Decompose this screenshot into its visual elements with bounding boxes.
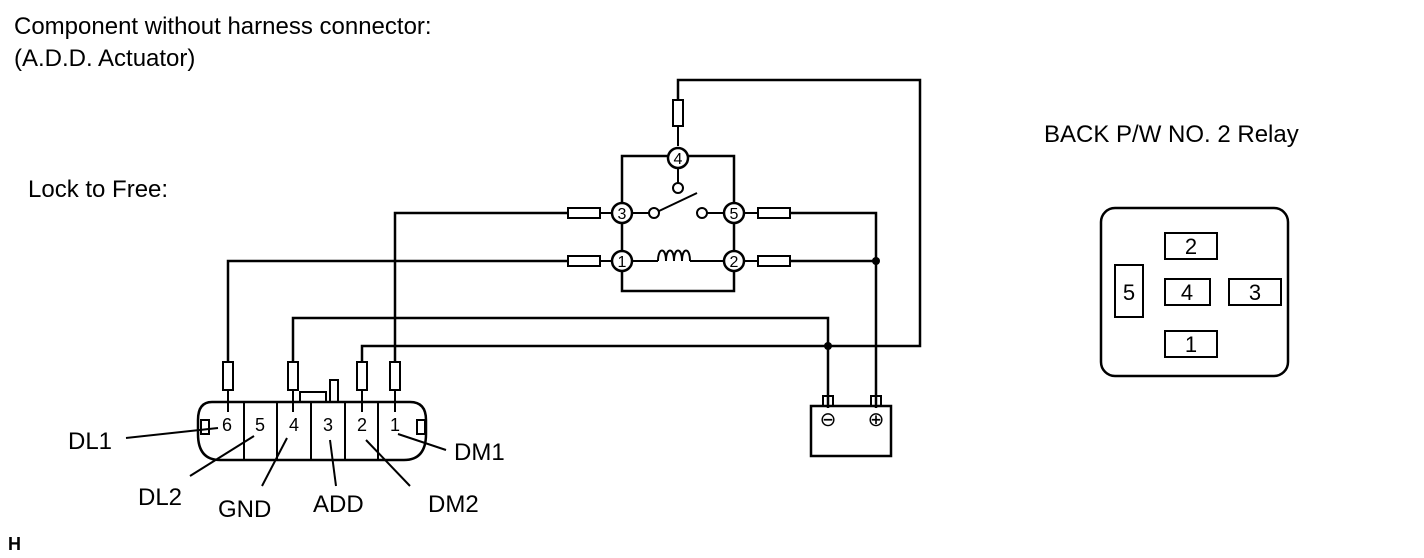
pin-leaders	[125, 427, 447, 487]
connector-pin-3: 3	[323, 415, 333, 435]
connector-pin-4: 4	[289, 415, 299, 435]
footer-mark: H	[8, 534, 21, 554]
relay-pin-2: 2	[1185, 234, 1197, 259]
relay-pin-5: 5	[1123, 280, 1135, 305]
label-dl1: DL1	[68, 428, 112, 455]
relay-symbol	[620, 154, 736, 293]
connector-pin-2: 2	[357, 415, 367, 435]
junction-dot	[824, 342, 832, 350]
relay-terminal-2: 2	[730, 254, 739, 271]
connector-pin-1: 1	[390, 415, 400, 435]
header-line-1: Component without harness connector:	[14, 13, 432, 40]
relay-pin-1: 1	[1185, 332, 1197, 357]
relay-pin-3: 3	[1249, 280, 1261, 305]
label-dl2: DL2	[138, 484, 182, 511]
connector-pin-6: 6	[222, 415, 232, 435]
battery-negative: ⊖	[820, 409, 837, 431]
relay-terminal-4: 4	[674, 151, 683, 168]
wires	[226, 78, 922, 408]
condition-label: Lock to Free:	[28, 176, 168, 203]
relay-terminal-3: 3	[618, 206, 627, 223]
header-line-2: (A.D.D. Actuator)	[14, 45, 195, 72]
label-dm1: DM1	[454, 439, 505, 466]
relay-probes	[567, 99, 791, 267]
relay-pin-layout	[1099, 206, 1290, 378]
relay-terminals: 4 3 5 1 2	[610, 146, 746, 273]
connector-pin-5: 5	[255, 415, 265, 435]
relay-title: BACK P/W NO. 2 Relay	[1044, 121, 1299, 148]
label-add: ADD	[313, 491, 364, 518]
actuator-connector: 6 5 4 3 2 1	[196, 379, 428, 462]
relay-terminal-5: 5	[730, 206, 739, 223]
battery-positive: ⊕	[868, 409, 885, 431]
label-dm2: DM2	[428, 491, 479, 518]
label-gnd: GND	[218, 496, 271, 523]
relay-pin-4: 4	[1181, 280, 1193, 305]
battery: ⊖ ⊕	[809, 395, 893, 458]
junction-dot	[872, 257, 880, 265]
relay-terminal-1: 1	[618, 254, 627, 271]
